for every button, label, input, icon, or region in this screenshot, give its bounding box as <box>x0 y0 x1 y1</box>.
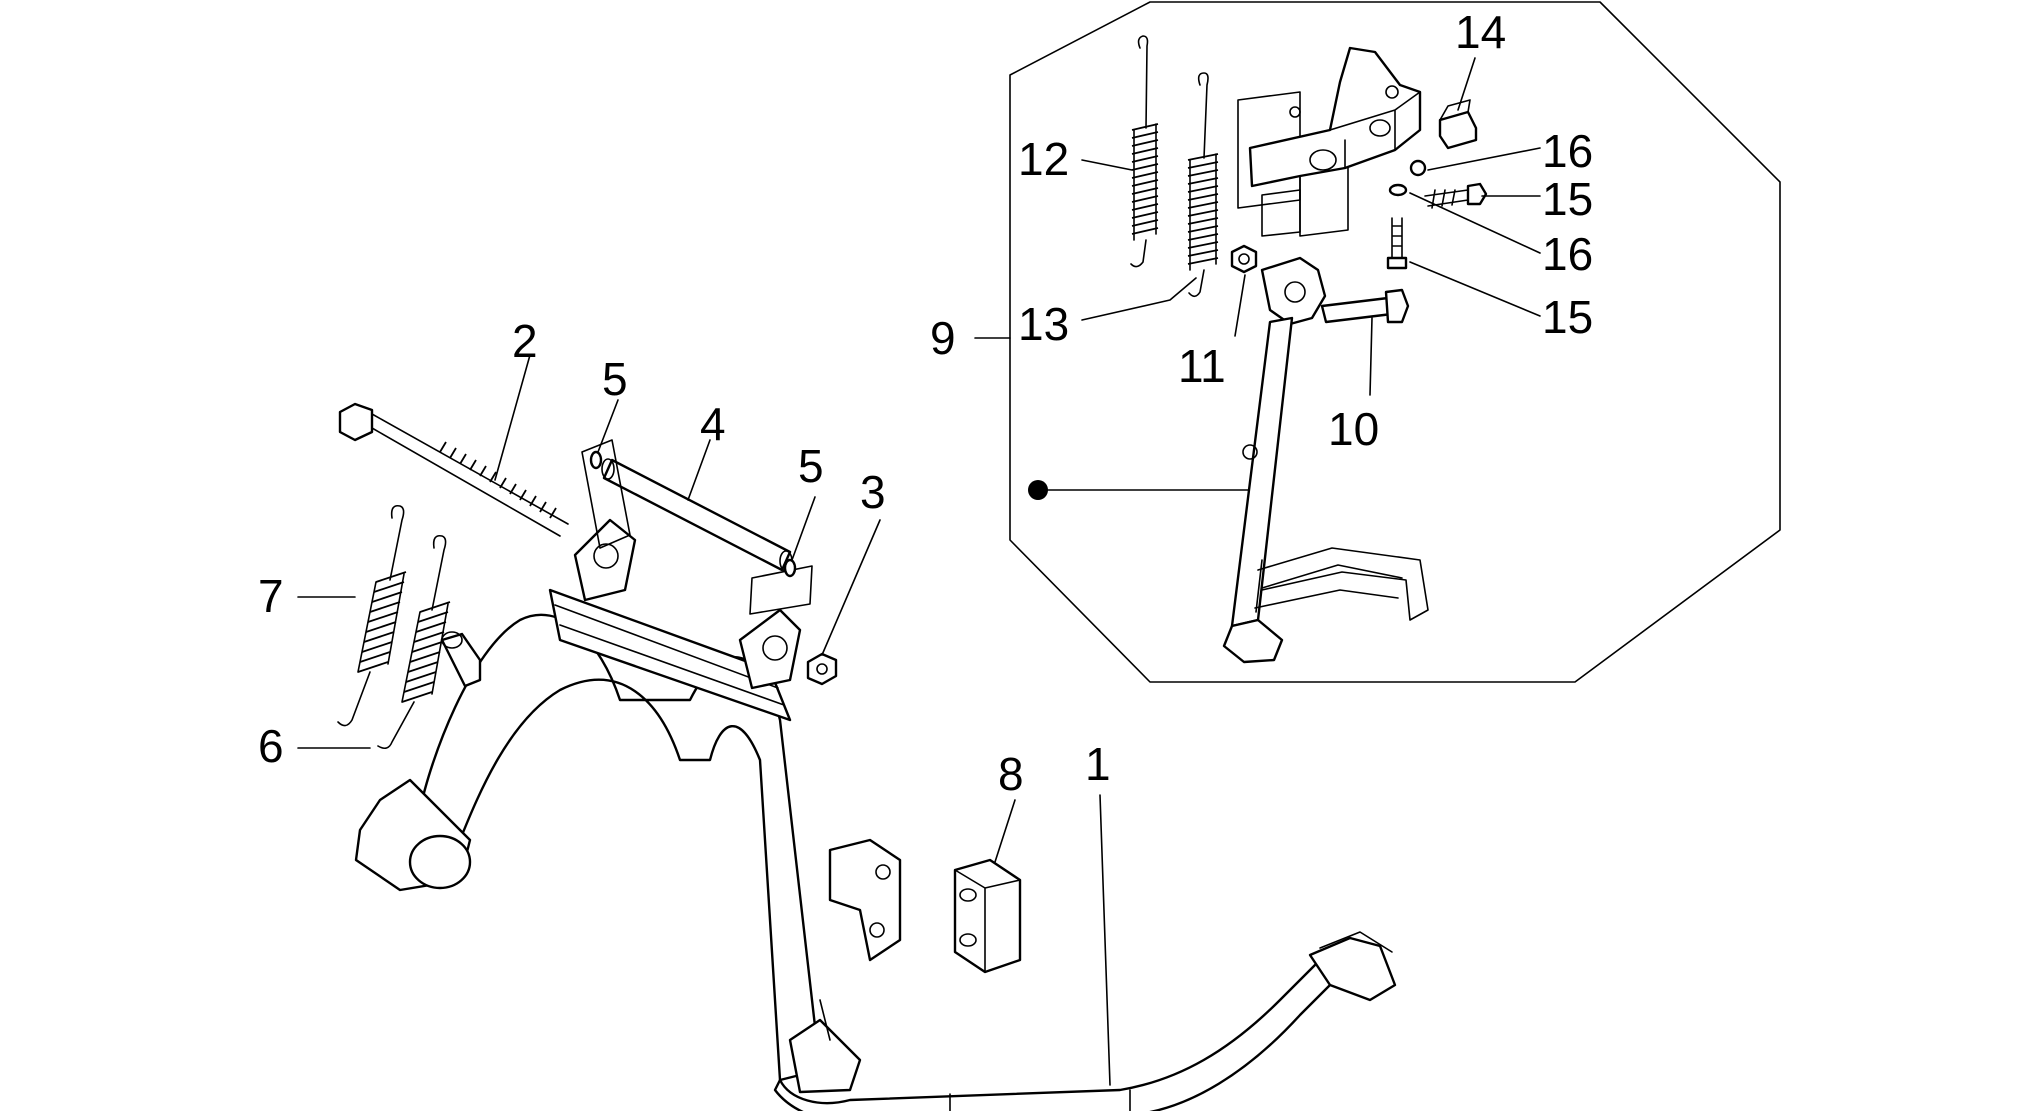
callout-7: 7 <box>258 570 284 622</box>
rubber-pad-8 <box>953 858 1022 974</box>
callout-16-lower: 16 <box>1542 228 1593 280</box>
spring-6 <box>377 534 451 750</box>
bracket-assembly <box>1237 46 1422 237</box>
callout-9: 9 <box>930 312 956 364</box>
callout-5-left: 5 <box>602 353 628 405</box>
spring-12 <box>1130 35 1159 268</box>
nut-11 <box>1230 244 1258 274</box>
leader-lines <box>297 57 1541 1086</box>
side-stand <box>1222 189 1429 664</box>
callout-12: 12 <box>1018 133 1069 185</box>
callout-15-lower: 15 <box>1542 291 1593 343</box>
nut-3 <box>806 652 838 686</box>
center-stand-1 <box>354 518 1397 1111</box>
callout-16-upper: 16 <box>1542 125 1593 177</box>
spring-7 <box>337 504 407 727</box>
callout-1: 1 <box>1085 738 1111 790</box>
callout-15-upper: 15 <box>1542 173 1593 225</box>
inset-side-stand-kit <box>1009 1 1781 683</box>
callout-13: 13 <box>1018 298 1069 350</box>
callout-10: 10 <box>1328 403 1379 455</box>
callout-3: 3 <box>860 466 886 518</box>
callout-14: 14 <box>1455 6 1506 58</box>
washer-16-upper <box>1409 159 1427 177</box>
callout-2: 2 <box>512 315 538 367</box>
kit-bullet <box>1028 480 1048 500</box>
callout-4: 4 <box>700 398 726 450</box>
callout-labels: 1 2 3 4 5 5 6 7 8 9 10 11 12 13 14 15 15… <box>258 6 1593 800</box>
callout-5-right: 5 <box>798 440 824 492</box>
washer-5-left <box>581 439 631 549</box>
inset-octagon-frame <box>1009 1 1781 683</box>
spring-13 <box>1187 72 1219 298</box>
long-bolt-2 <box>338 402 569 537</box>
washer-16-lower <box>1388 183 1408 197</box>
callout-8: 8 <box>998 748 1024 800</box>
bolt-15-vertical <box>1386 217 1408 270</box>
washer-5-right <box>749 558 813 615</box>
clip-14 <box>1438 99 1478 150</box>
bolt-10 <box>1320 288 1410 324</box>
callout-11: 11 <box>1178 340 1226 392</box>
bolt-15-horizontal <box>1424 182 1488 209</box>
callout-6: 6 <box>258 720 284 772</box>
